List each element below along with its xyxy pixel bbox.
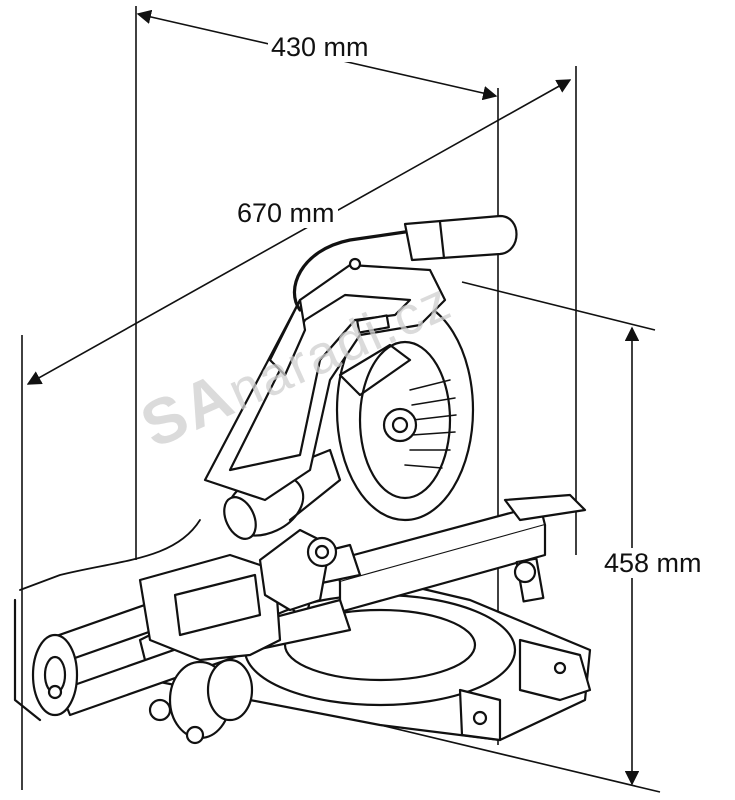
miter-saw (13, 214, 592, 745)
plug (403, 214, 518, 262)
power-cord (292, 230, 407, 312)
depth-dimension-arrow (26, 79, 572, 385)
height-dimension-label: 458 mm (601, 548, 705, 578)
height-extension-bottom (379, 724, 661, 793)
fence-knob (513, 560, 537, 584)
height-extension-top (461, 281, 656, 331)
depth-dimension-label: 670 mm (234, 198, 338, 228)
bevel-tube (503, 493, 587, 522)
width-dimension-label: 430 mm (268, 32, 372, 62)
